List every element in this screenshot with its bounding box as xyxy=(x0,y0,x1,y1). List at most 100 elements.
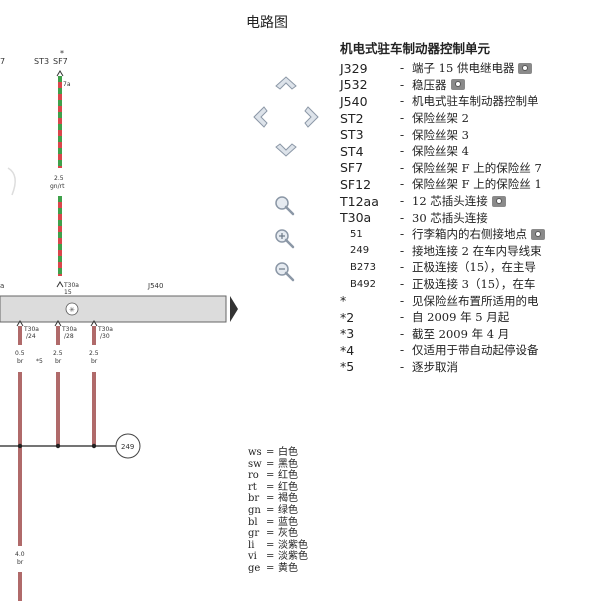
legend-description: 30 芯插头连接 xyxy=(412,210,488,225)
legend-row[interactable]: 51-行李箱内的右侧接地点 xyxy=(340,226,602,243)
legend-row[interactable]: B273-正极连接（15），在主导 xyxy=(340,259,602,276)
legend-code: *4 xyxy=(340,342,355,358)
legend-row[interactable]: J532-稳压器 xyxy=(340,77,602,94)
legend-row[interactable]: ST4-保险丝架 4 xyxy=(340,143,602,160)
legend-row[interactable]: ST2-保险丝架 2 xyxy=(340,110,602,127)
pan-left-button[interactable] xyxy=(253,106,268,128)
camera-icon[interactable] xyxy=(531,228,545,240)
zoom-out-button[interactable] xyxy=(275,262,295,282)
j540-control-unit-box[interactable] xyxy=(0,295,227,323)
color-code-row: sw=黑色 xyxy=(248,459,308,471)
camera-icon[interactable] xyxy=(450,79,465,91)
search-button[interactable] xyxy=(275,196,295,216)
color-name: 黄色 xyxy=(278,562,298,574)
legend-code: J540 xyxy=(340,93,368,109)
legend-row[interactable]: *4-仅适用于带自动起停设备 xyxy=(340,342,602,359)
pan-right-button[interactable] xyxy=(304,106,319,128)
lower-wire-color: br xyxy=(17,559,24,566)
color-code-row: gn=绿色 xyxy=(248,505,308,517)
legend-dash: - xyxy=(399,94,405,109)
equals-sign: = xyxy=(266,551,275,563)
left-cut-a: a xyxy=(0,282,4,290)
legend-row[interactable]: *2-自 2009 年 5 月起 xyxy=(340,309,602,326)
color-name: 红色 xyxy=(278,481,298,493)
legend-row[interactable]: B492-正极连接 3（15），在车 xyxy=(340,276,602,293)
legend-dash: - xyxy=(399,277,405,292)
legend-row[interactable]: *5-逐步取消 xyxy=(340,359,602,376)
expand-arrow-right[interactable] xyxy=(230,296,238,322)
pan-up-button[interactable] xyxy=(275,76,297,90)
color-code-row: bl=蓝色 xyxy=(248,517,308,529)
legend-code: 51 xyxy=(350,228,363,240)
legend-code: SF7 xyxy=(340,160,364,176)
legend-description: 端子 15 供电继电器 xyxy=(412,61,515,76)
legend-description: 正极连接（15），在主导 xyxy=(412,260,536,275)
zoom-in-button[interactable] xyxy=(275,229,295,249)
pin-28-p: /28 xyxy=(64,333,74,340)
color-code: rt xyxy=(248,481,257,493)
page-title: 电路图 xyxy=(246,15,288,31)
legend-code: T30a xyxy=(340,210,372,226)
legend-description: 仅适用于带自动起停设备 xyxy=(412,343,539,358)
legend-row[interactable]: J329-端子 15 供电继电器 xyxy=(340,60,602,77)
legend-description: 12 芯插头连接 xyxy=(412,194,488,209)
svg-text:✳: ✳ xyxy=(69,306,75,314)
color-code: vi xyxy=(248,551,257,563)
legend-row[interactable]: ST3-保险丝架 3 xyxy=(340,126,602,143)
color-code: ro xyxy=(248,470,259,482)
equals-sign: = xyxy=(266,562,275,574)
legend-row[interactable]: *-见保险丝布置所适用的电 xyxy=(340,292,602,309)
legend-code: SF12 xyxy=(340,176,372,192)
legend-dash: - xyxy=(399,210,405,225)
legend-row[interactable]: SF7 -保险丝架 F 上的保险丝 7 xyxy=(340,160,602,177)
legend-dash: - xyxy=(399,144,405,159)
lower-wire-gauge: 4.0 xyxy=(15,551,25,558)
legend-dash: - xyxy=(399,160,405,175)
legend-description: 逐步取消 xyxy=(412,359,458,374)
color-name: 黑色 xyxy=(278,458,298,470)
equals-sign: = xyxy=(266,470,275,482)
legend-heading: 机电式驻车制动器控制单元 xyxy=(340,41,491,56)
legend-description: 保险丝架 F 上的保险丝 7 xyxy=(412,160,542,175)
j540-label: J540 xyxy=(147,282,163,290)
circuit-diagram[interactable]: 7 ST3 SF7 * 7a 2.5 gn/rt T30a 15 J540 a … xyxy=(0,0,240,601)
legend-code: *5 xyxy=(340,359,355,375)
color-code-row: rt=红色 xyxy=(248,482,308,494)
color-name: 红色 xyxy=(278,470,298,482)
left-cut-label: 7 xyxy=(0,57,5,66)
legend-dash: - xyxy=(399,111,405,126)
legend-row[interactable]: T12aa-12 芯插头连接 xyxy=(340,193,602,210)
legend-dash: - xyxy=(399,177,405,192)
wire-24-color: br xyxy=(17,358,24,365)
top-pin-arrow xyxy=(56,70,64,77)
wire-28-color: br xyxy=(55,358,62,365)
color-name: 淡紫色 xyxy=(278,551,308,563)
legend-description: 保险丝架 3 xyxy=(412,127,469,142)
ground-249-marker[interactable] xyxy=(115,433,141,459)
color-code-row: vi =淡紫色 xyxy=(248,551,308,563)
camera-icon[interactable] xyxy=(491,195,506,207)
legend-row[interactable]: *3-截至 2009 年 4 月 xyxy=(340,326,602,343)
legend-description: 见保险丝布置所适用的电 xyxy=(412,293,539,308)
legend-row[interactable]: 249-接地连接 2 在车内导线束 xyxy=(340,243,602,260)
legend-row[interactable]: J540-机电式驻车制动器控制单 xyxy=(340,93,602,110)
camera-icon[interactable] xyxy=(518,62,533,74)
legend-dash: - xyxy=(399,310,405,325)
pin-24-t: T30a xyxy=(23,326,39,333)
legend-dash: - xyxy=(399,326,405,341)
legend-row[interactable]: T30a -30 芯插头连接 xyxy=(340,209,602,226)
pan-down-button[interactable] xyxy=(275,143,297,157)
legend-row[interactable]: SF12 -保险丝架 F 上的保险丝 1 xyxy=(340,176,602,193)
legend-dash: - xyxy=(399,227,405,242)
legend-description: 保险丝架 F 上的保险丝 1 xyxy=(412,177,542,192)
color-code: gr xyxy=(248,528,260,540)
color-code: gn xyxy=(248,504,261,516)
star-label: * xyxy=(60,49,64,58)
equals-sign: = xyxy=(266,528,275,540)
top-pin-label: 7a xyxy=(63,81,71,88)
legend-description: 稳压器 xyxy=(412,77,447,92)
j540-unit-symbol xyxy=(65,302,79,316)
equals-sign: = xyxy=(266,458,275,470)
legend-dash: - xyxy=(399,260,405,275)
